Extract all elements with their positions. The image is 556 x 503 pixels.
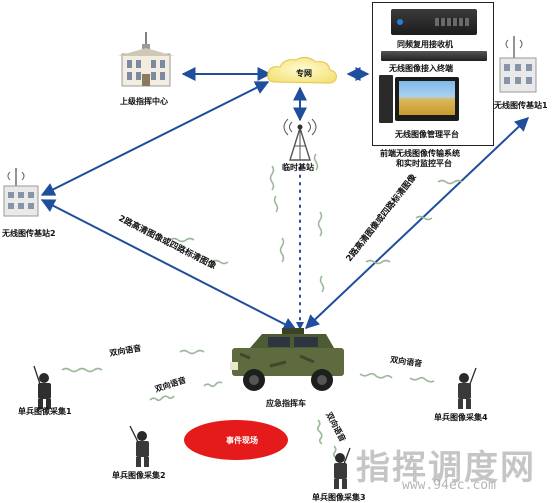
link-station2-to-vehicle [40,199,298,331]
right-backhaul-label: 2路高清图像或四路标清图像 [344,172,419,264]
hub-caption-line-1: 前端无线图像传输系统 [380,149,460,158]
watermark-url: www.94ec.com [402,478,496,493]
receiver-device-icon [391,9,477,35]
soldier-2-label: 单兵图像采集2 [112,471,166,480]
temporary-base-station-icon [283,118,317,161]
left-backhaul-label: 2路高清图像或四路标清图像 [117,213,219,272]
voice-label-1: 双向语音 [109,343,142,358]
emergency-vehicle-icon [230,328,344,391]
voice-label-2: 双向语音 [154,375,188,394]
emergency-vehicle-label: 应急指挥车 [266,399,306,408]
receiver-label: 同频复用接收机 [397,40,453,49]
voice-label-4: 双向语音 [390,354,423,368]
base-station-2-label: 无线图传基站2 [2,229,56,238]
private-network-label: 专网 [296,68,312,78]
soldier-1-label: 单兵图像采集1 [18,407,72,416]
link-station1-to-vehicle [304,117,530,329]
management-platform-label: 无线图像管理平台 [395,130,459,139]
soldier-4-label: 单兵图像采集4 [434,413,488,422]
base-station-1-building-icon [499,36,537,93]
event-site-label: 事件现场 [226,436,258,445]
voice-label-3: 双向语音 [324,410,348,443]
main-links [40,67,530,331]
watermark-text: 指挥调度网 [356,448,536,488]
private-network-cloud-icon [267,56,337,84]
soldier-1-icon [33,365,51,409]
soldier-3-icon [334,447,351,489]
soldier-2-icon [129,425,149,467]
radio-waves [61,153,463,459]
link-station2-to-cloud [40,81,270,196]
upper-command-center-label: 上级指挥中心 [120,97,168,106]
command-center-building-icon [118,32,174,87]
monitor-icon [395,77,459,121]
event-site-ellipse [184,420,288,460]
base-station-1-label: 无线图传基站1 [494,101,548,110]
temporary-base-station-label: 临时基站 [282,163,314,172]
pc-tower-icon [379,75,393,123]
soldier-3-label: 单兵图像采集3 [312,493,366,502]
access-terminal-device-icon [381,51,487,61]
link-temp-station-arrowhead [296,322,304,330]
hub-equipment-panel: 同频复用接收机 无线图像接入终端 无线图像管理平台 [372,2,494,146]
hub-caption-line-2: 和实时监控平台 [396,159,452,168]
access-terminal-label: 无线图像接入终端 [389,64,453,73]
base-station-2-building-icon [3,168,39,217]
soldier-4-icon [458,367,477,409]
